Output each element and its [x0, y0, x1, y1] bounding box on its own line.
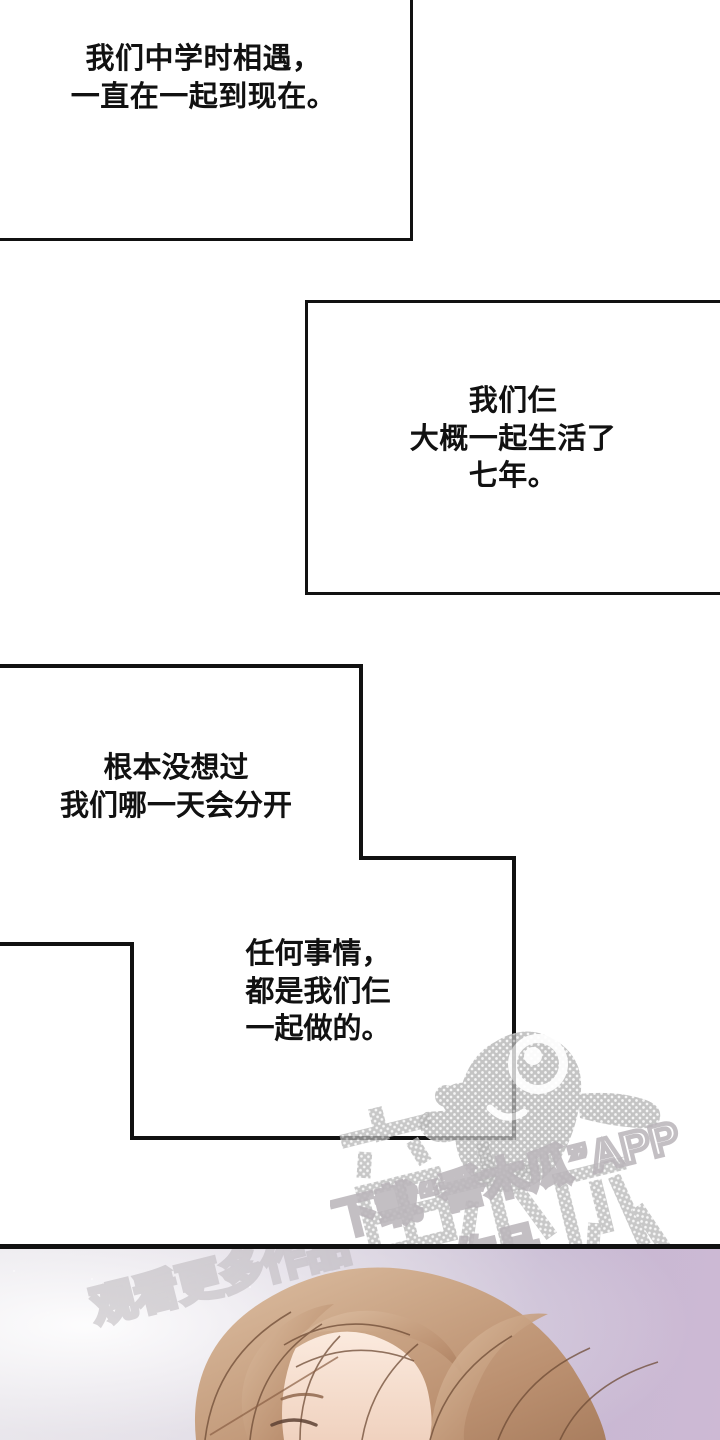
hair-strand-lines [204, 1311, 659, 1440]
hair-bang-right [430, 1313, 548, 1440]
artwork-watermark-line-2-stroke: 观看更多作品 [87, 1249, 355, 1333]
panel-3-caption-upper: 根本没想过 我们哪一天会分开 [59, 752, 292, 822]
comic-panel-2: 我们仨 大概一起生活了 七年。 [305, 300, 720, 595]
eyebrow-left [280, 1392, 324, 1401]
artwork-watermark-overlay: 观看更多作品 观看更多作品 [84, 1249, 357, 1335]
panel-3-border-shape [0, 658, 520, 1142]
eyelash-left [270, 1418, 318, 1427]
artwork-character-illustration [194, 1267, 659, 1440]
hair-bang-centre [300, 1310, 464, 1377]
comic-panel-1: 我们中学时相遇， 一直在一起到现在。 [0, 0, 413, 241]
panel-1-caption: 我们中学时相遇， 一直在一起到现在。 [70, 43, 337, 113]
comic-panel-3: 根本没想过 我们哪一天会分开 任何事情， 都是我们仨 一起做的。 [0, 658, 520, 1142]
panel-3-caption-lower: 任何事情， 都是我们仨 一起做的。 [245, 938, 391, 1046]
hair-loose-strand [209, 1356, 339, 1436]
hair-bang-left [241, 1304, 334, 1440]
panel-2-caption: 我们仨 大概一起生活了 七年。 [409, 385, 617, 493]
comic-panel-artwork: 观看更多作品 观看更多作品 [0, 1244, 720, 1440]
